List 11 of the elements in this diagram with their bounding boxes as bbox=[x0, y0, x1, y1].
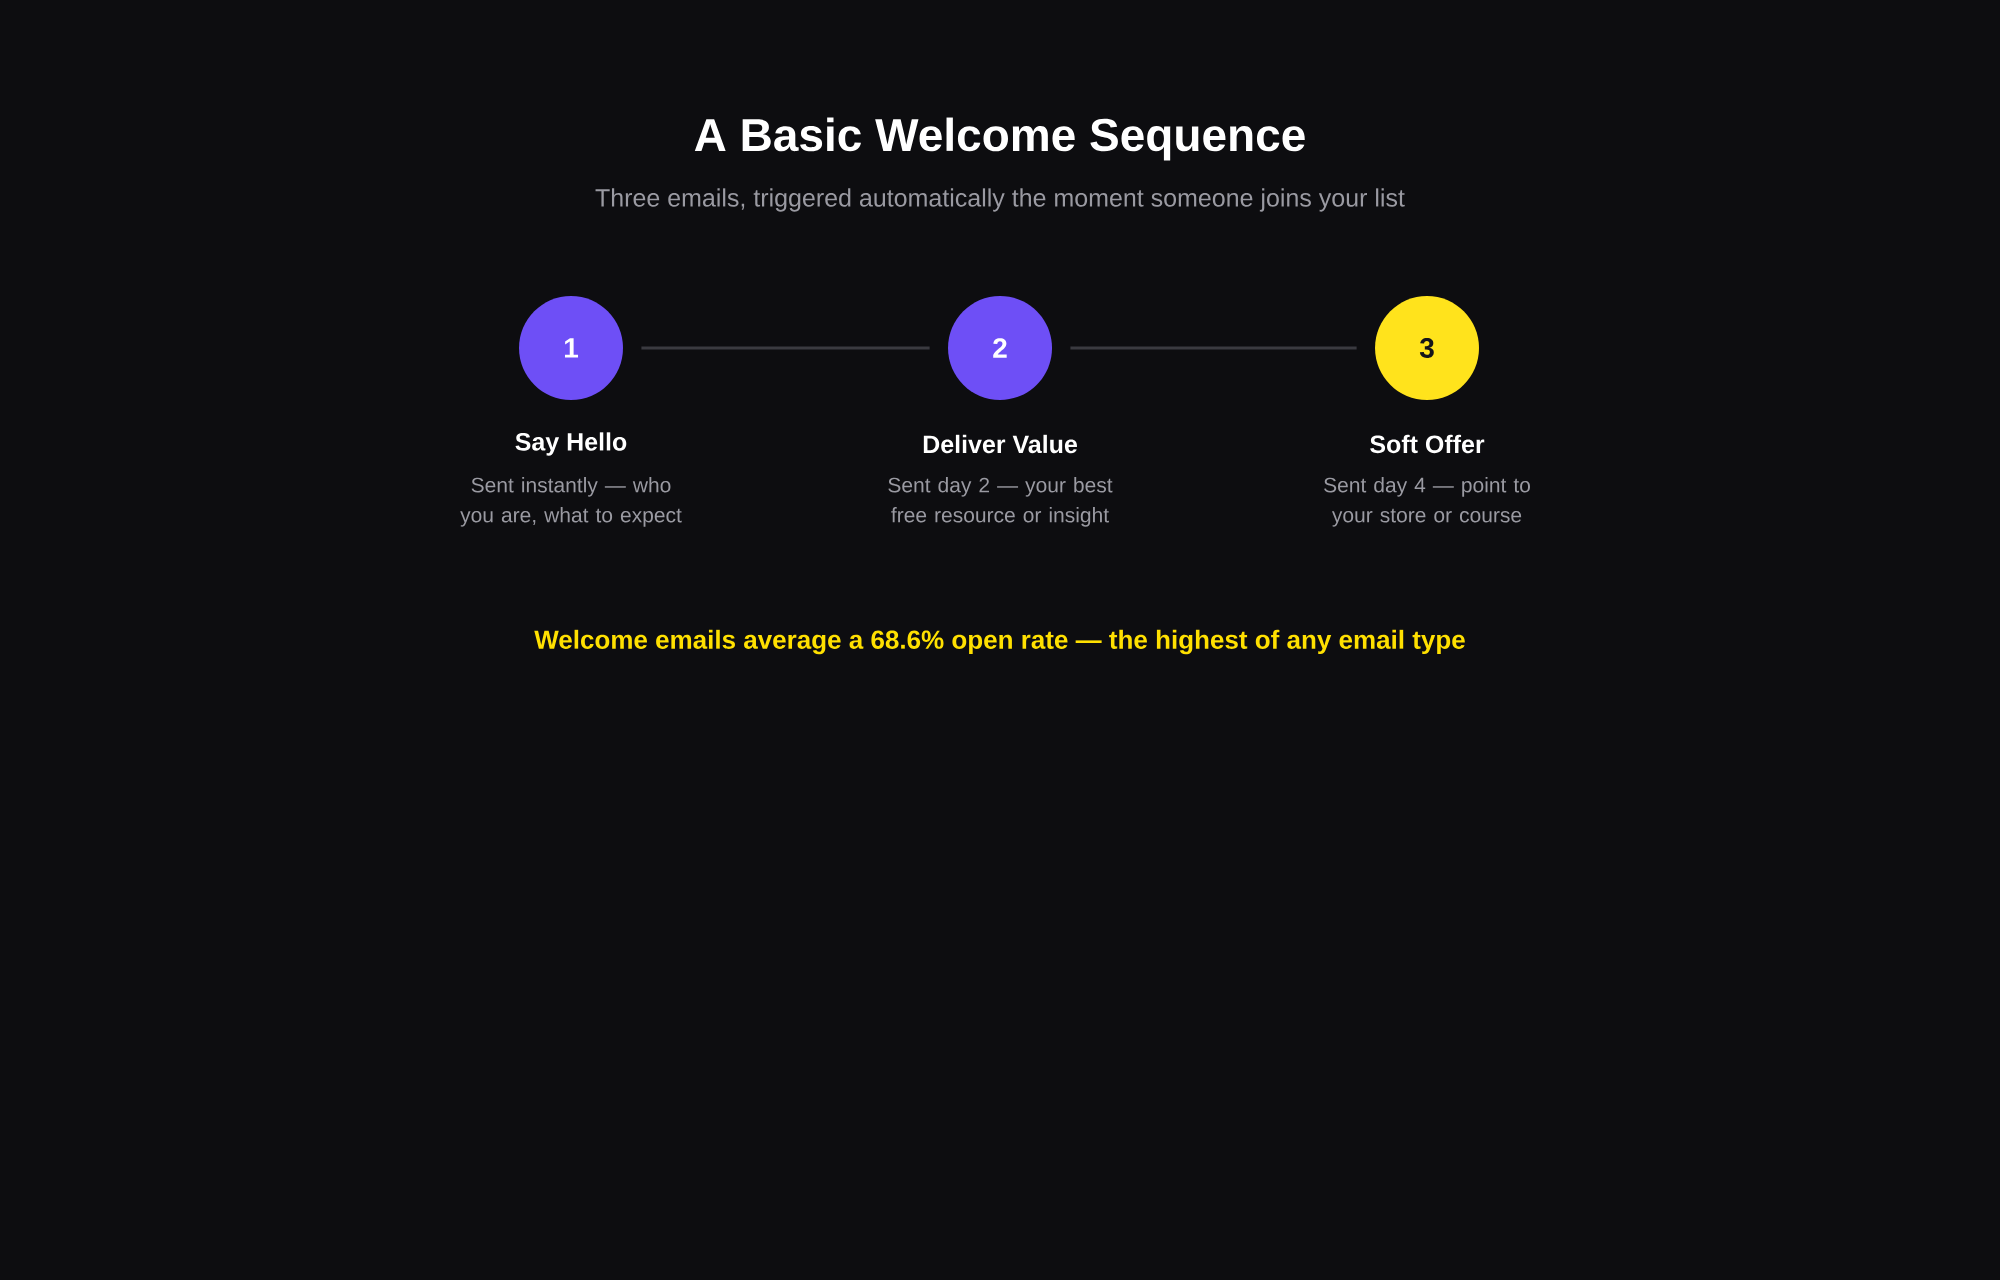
subtitle: Three emails, triggered automatically the moment someone joins your list bbox=[595, 188, 1405, 212]
title: A Basic Welcome Sequence bbox=[694, 117, 1305, 161]
connector-line bbox=[641, 346, 930, 350]
step-description: Sent instantly — who you are, what to expect bbox=[460, 477, 682, 527]
step-title: Soft Offer bbox=[1370, 434, 1485, 454]
step-title: Say Hello bbox=[515, 432, 627, 456]
highlight-note: Welcome emails average a 68.6% open rate — the highest of any email type bbox=[534, 629, 1465, 655]
step-description: Sent day 2 — your best free resource or insight bbox=[888, 477, 1113, 527]
connector-line bbox=[1070, 346, 1357, 350]
step-description: Sent day 4 — point to your store or course bbox=[1324, 477, 1530, 527]
step-title: Deliver Value bbox=[923, 434, 1077, 454]
